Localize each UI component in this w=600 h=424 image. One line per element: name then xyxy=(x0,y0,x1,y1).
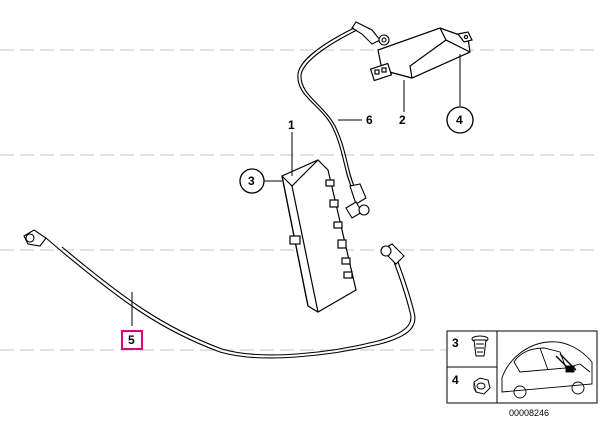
callout-4-circle xyxy=(446,106,474,134)
callout-1[interactable]: 1 xyxy=(288,118,295,132)
vehicle-icon xyxy=(501,341,593,399)
cable-part-6[interactable] xyxy=(297,21,390,219)
callout-4-label: 4 xyxy=(456,113,463,127)
cable-part-5[interactable] xyxy=(23,229,416,359)
callout-3-label: 3 xyxy=(248,174,255,188)
antenna-module[interactable] xyxy=(281,159,357,313)
inset-panel xyxy=(446,330,598,404)
inset-label-4: 4 xyxy=(452,373,459,387)
callout-5-highlight xyxy=(121,330,143,350)
callout-6[interactable]: 6 xyxy=(366,113,373,127)
callout-3[interactable]: 3 xyxy=(239,168,265,194)
callout-6-label: 6 xyxy=(366,113,373,127)
callout-5[interactable]: 5 xyxy=(121,330,143,350)
clip-icon xyxy=(471,335,489,357)
callout-3-circle xyxy=(239,168,265,194)
leader-lines xyxy=(131,54,461,326)
nut-icon xyxy=(473,377,491,395)
callout-2-label: 2 xyxy=(399,113,406,127)
callout-4[interactable]: 4 xyxy=(446,106,474,134)
inset-cell-3[interactable] xyxy=(446,330,498,368)
amplifier-module[interactable] xyxy=(369,27,473,82)
inset-label-3: 3 xyxy=(452,336,459,350)
callout-5-label: 5 xyxy=(128,333,135,347)
drawing-number: 00008246 xyxy=(509,408,549,418)
callout-2[interactable]: 2 xyxy=(399,113,406,127)
callout-1-label: 1 xyxy=(288,118,295,132)
